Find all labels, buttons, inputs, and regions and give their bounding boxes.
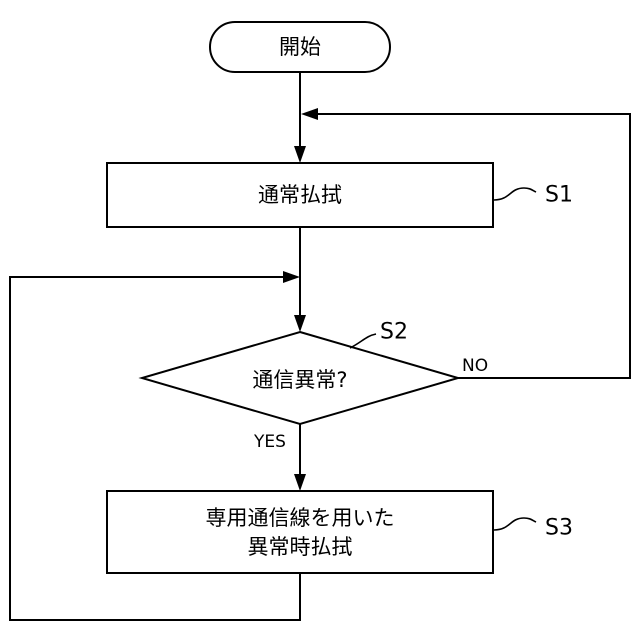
s1-ref-label: S1 bbox=[545, 183, 573, 208]
s1-label: 通常払拭 bbox=[258, 183, 342, 207]
s3-label-line2: 異常時払拭 bbox=[248, 535, 353, 559]
s2-label: 通信異常? bbox=[252, 368, 347, 392]
start-label: 開始 bbox=[279, 35, 321, 59]
process-box-s3 bbox=[107, 491, 493, 573]
s3-leader-line bbox=[494, 518, 536, 530]
s3-label-line1: 専用通信線を用いた bbox=[206, 506, 395, 530]
yes-label: YES bbox=[253, 432, 286, 452]
arrowhead-into-s2 bbox=[294, 315, 306, 332]
no-label: NO bbox=[462, 356, 488, 376]
arrowhead-into-s1 bbox=[294, 146, 306, 163]
arrowhead-no-loop bbox=[301, 108, 318, 120]
s3-ref-label: S3 bbox=[545, 516, 573, 541]
arrowhead-s3-loop bbox=[283, 271, 300, 283]
s2-leader-line bbox=[350, 334, 376, 348]
arrowhead-into-s3 bbox=[294, 474, 306, 491]
s2-ref-label: S2 bbox=[380, 320, 408, 345]
s1-leader-line bbox=[494, 188, 536, 200]
